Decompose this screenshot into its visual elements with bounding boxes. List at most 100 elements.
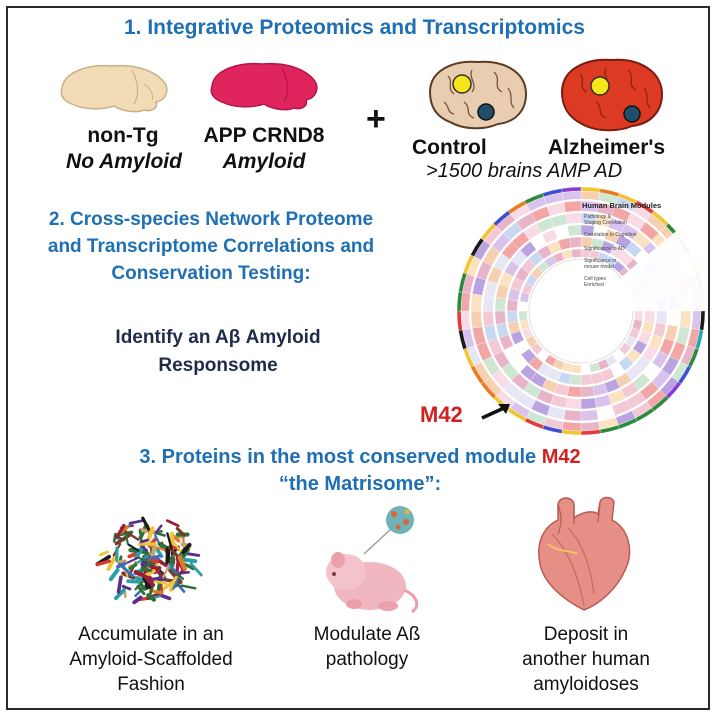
app-crnd8-mouse-brain-icon bbox=[210, 62, 318, 111]
fiber-strand bbox=[115, 559, 127, 564]
circos-segment bbox=[691, 310, 702, 330]
m42-label: M42 bbox=[420, 402, 463, 427]
section2-title-line: and Transcriptome Correlations and bbox=[47, 236, 375, 257]
fiber-strand bbox=[127, 551, 139, 559]
fiber-strand bbox=[112, 532, 117, 543]
fiber-strand bbox=[180, 584, 197, 590]
circos-segment bbox=[563, 200, 582, 213]
section2-title-line: Conservation Testing: bbox=[111, 263, 311, 284]
fiber-strand bbox=[170, 532, 175, 546]
circos-module-plot: Human Brain Modules Pathology & Staging … bbox=[456, 186, 706, 436]
circos-segment bbox=[518, 301, 528, 312]
fiber-strand bbox=[116, 575, 123, 594]
section3-title-prefix: 3. Proteins in the most conserved module bbox=[139, 446, 542, 468]
section2-title: 2. Cross-species Network Proteome and Tr… bbox=[18, 206, 404, 287]
circos-segment bbox=[596, 405, 616, 420]
fiber-strand bbox=[181, 542, 192, 555]
circos-segment bbox=[562, 190, 582, 201]
circos-segment bbox=[679, 310, 692, 329]
circos-segment bbox=[655, 310, 668, 325]
fiber-strand bbox=[138, 582, 147, 591]
fiber-strand bbox=[142, 576, 152, 590]
circos-legend-title: Human Brain Modules bbox=[582, 201, 661, 210]
fiber-strand bbox=[175, 526, 186, 537]
fiber-strand bbox=[172, 577, 180, 590]
mouse-pup-icon bbox=[326, 506, 419, 614]
circos-legend-item: Significance in bbox=[584, 258, 616, 264]
circos-segment bbox=[675, 326, 690, 346]
app-label: APP CRND8 bbox=[203, 124, 325, 147]
section2-subtitle: Identify an Aβ Amyloid Responsome bbox=[68, 324, 368, 380]
circos-segment bbox=[644, 310, 656, 323]
circos-segment bbox=[569, 374, 582, 386]
fiber-strand bbox=[114, 533, 132, 546]
circos-segment bbox=[546, 405, 566, 420]
section3-title-highlight: M42 bbox=[541, 446, 581, 468]
fiber-strand bbox=[106, 554, 118, 571]
section2-subtitle-line: Identify an Aβ Amyloid bbox=[115, 327, 321, 348]
fiber-strand bbox=[172, 534, 181, 543]
circos-segment bbox=[580, 374, 593, 386]
fiber-strand bbox=[126, 556, 140, 564]
fiber-strand bbox=[158, 593, 172, 601]
fiber-strand bbox=[173, 542, 182, 553]
graphical-abstract: 1. Integrative Proteomics and Transcript… bbox=[6, 6, 710, 710]
alzheimers-label: Alzheimer's bbox=[548, 136, 666, 159]
circos-segment bbox=[460, 310, 471, 330]
fiber-strand bbox=[140, 550, 150, 556]
item2-line: Modulate Aß bbox=[313, 624, 421, 645]
circos-segment bbox=[571, 364, 582, 374]
matrisome-fibers-icon bbox=[95, 516, 203, 605]
circos-segment bbox=[484, 324, 498, 342]
item3-line: another human bbox=[522, 649, 650, 670]
circos-segment bbox=[472, 276, 487, 296]
circos-segment bbox=[472, 326, 487, 346]
circos-segment bbox=[571, 248, 582, 258]
cohort-note: >1500 brains AMP AD bbox=[426, 160, 623, 182]
circos-segment bbox=[594, 394, 612, 408]
fiber-strand bbox=[177, 555, 187, 572]
fiber-strand bbox=[146, 526, 155, 542]
app-sublabel: Amyloid bbox=[222, 150, 306, 173]
fiber-strand bbox=[108, 568, 120, 582]
circos-segment bbox=[482, 310, 495, 327]
circos-segment bbox=[569, 236, 582, 248]
fiber-strand bbox=[165, 519, 180, 528]
circos-legend-item: Pathology & bbox=[584, 214, 612, 220]
fiber-strand bbox=[158, 559, 168, 567]
circos-segment bbox=[580, 385, 595, 398]
fiber-strand bbox=[166, 532, 173, 550]
circos-segment bbox=[580, 409, 599, 422]
fiber-strand bbox=[181, 557, 198, 564]
fiber-strand bbox=[136, 584, 146, 596]
fiber-strand bbox=[139, 538, 150, 544]
fiber-strand bbox=[126, 579, 144, 584]
circos-segment bbox=[567, 385, 582, 398]
fiber-strand bbox=[154, 580, 168, 585]
circos-segment bbox=[546, 202, 566, 217]
item1-text: Accumulate in an Amyloid-Scaffolded Fash… bbox=[36, 622, 266, 697]
section3-title: 3. Proteins in the most conserved module… bbox=[8, 444, 712, 498]
fiber-strand bbox=[145, 569, 156, 577]
circos-segment bbox=[482, 295, 495, 312]
fiber-strand bbox=[113, 588, 126, 601]
fiber-strand bbox=[127, 543, 140, 552]
fiber-strand bbox=[121, 565, 134, 578]
fiber-strand bbox=[132, 595, 143, 605]
fiber-strand bbox=[145, 554, 162, 560]
circos-segment bbox=[550, 214, 568, 228]
fiber-strand bbox=[98, 550, 109, 557]
fiber-strand bbox=[115, 523, 126, 539]
item3-line: amyloidoses bbox=[533, 674, 639, 695]
human-heart-icon bbox=[538, 496, 631, 611]
circos-segment bbox=[567, 224, 582, 237]
circos-segment bbox=[518, 310, 528, 321]
circos-segment bbox=[506, 299, 518, 312]
item1-line: Amyloid-Scaffolded bbox=[69, 649, 233, 670]
fiber-strand bbox=[134, 580, 145, 591]
circos-segment bbox=[580, 364, 591, 374]
fiber-strand bbox=[138, 529, 143, 542]
section3-title-line1: 3. Proteins in the most conserved module… bbox=[8, 444, 712, 471]
section1-title: 1. Integrative Proteomics and Transcript… bbox=[124, 16, 585, 39]
circos-segment bbox=[565, 212, 582, 225]
